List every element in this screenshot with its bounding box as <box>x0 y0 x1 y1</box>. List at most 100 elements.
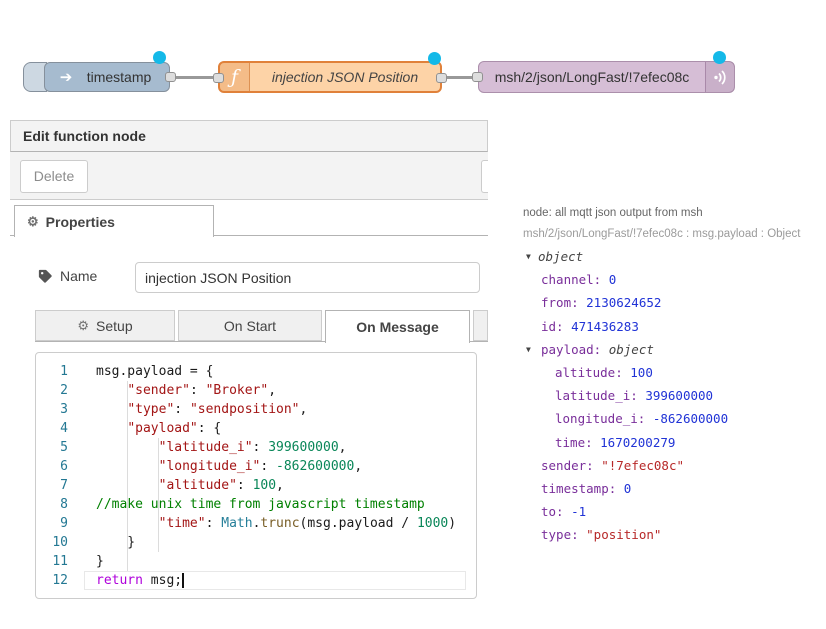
dialog-tab-bar: ⚙ Properties <box>10 200 488 237</box>
code-line: "latitude_i": 399600000, <box>158 440 347 455</box>
debug-key: latitude_i: <box>555 388 646 404</box>
tab-setup[interactable]: ⚙ Setup <box>35 310 175 341</box>
collapse-triangle-icon[interactable]: ▼ <box>526 344 531 354</box>
debug-value: 1670200279 <box>600 434 676 450</box>
inject-output-port[interactable] <box>165 72 176 82</box>
line-number: 1 <box>60 364 68 379</box>
dialog-toolbar: Delete <box>10 152 488 200</box>
code-line: "payload": { <box>127 421 222 436</box>
debug-key: channel: <box>541 272 609 288</box>
code-line: msg.payload = { <box>96 364 214 379</box>
debug-object-type: object <box>538 249 584 264</box>
debug-row: type: "position" <box>523 523 823 546</box>
debug-value: "position" <box>586 527 662 543</box>
function-changed-indicator <box>428 52 441 65</box>
debug-key: altitude: <box>555 364 631 380</box>
cancel-button-partial[interactable] <box>481 160 488 193</box>
inject-arrow-icon: ➔ <box>59 69 73 86</box>
mqtt-signal-icon <box>705 62 734 92</box>
debug-key: sender: <box>541 457 602 473</box>
debug-value: 100 <box>630 364 653 380</box>
indent-guide <box>158 438 159 552</box>
line-number: 5 <box>60 440 68 455</box>
code-line: "type": "sendposition", <box>127 402 308 417</box>
debug-row: latitude_i: 399600000 <box>523 384 823 407</box>
debug-value: -1 <box>571 504 587 520</box>
function-icon: ƒ <box>220 63 250 91</box>
code-line: "altitude": 100, <box>158 478 284 493</box>
debug-row: id: 471436283 <box>523 315 823 338</box>
indent-guide <box>127 381 128 571</box>
node-inject-timestamp[interactable]: ➔ timestamp <box>23 51 176 92</box>
node-function[interactable]: ƒ injection JSON Position <box>213 52 447 93</box>
debug-value: 2130624652 <box>586 295 662 311</box>
inject-changed-indicator <box>153 51 166 64</box>
mqtt-input-port[interactable] <box>472 72 483 82</box>
debug-key: time: <box>555 434 601 450</box>
gear-icon: ⚙ <box>27 213 39 229</box>
code-line: } <box>96 535 136 550</box>
debug-row: timestamp: 0 <box>523 477 823 500</box>
function-editor-tabs: ⚙ Setup On Start On Message <box>35 310 488 343</box>
line-number: 7 <box>60 478 68 493</box>
debug-object-type: object <box>608 341 654 357</box>
debug-topic-line: msh/2/json/LongFast/!7efec08c : msg.payl… <box>523 228 801 240</box>
function-node-label: injection JSON Position <box>271 69 419 85</box>
tab-properties[interactable]: ⚙ Properties <box>14 205 214 237</box>
line-number: 9 <box>60 516 68 531</box>
delete-button[interactable]: Delete <box>20 160 88 193</box>
gear-icon: ⚙ <box>77 317 90 333</box>
tag-icon <box>38 269 52 283</box>
code-line: "time": Math.trunc(msg.payload / 1000) <box>158 516 457 531</box>
debug-key: longitude_i: <box>555 411 653 427</box>
tab-on-start[interactable]: On Start <box>178 310 322 341</box>
properties-tab-label: Properties <box>45 213 115 230</box>
name-input[interactable] <box>135 262 480 293</box>
text-cursor <box>182 573 184 588</box>
tab-partial[interactable] <box>473 310 488 341</box>
debug-row: time: 1670200279 <box>523 431 823 454</box>
debug-value: 399600000 <box>645 388 714 404</box>
name-field-label: Name <box>38 268 97 284</box>
debug-key: type: <box>541 527 587 543</box>
debug-value: 471436283 <box>571 318 639 334</box>
debug-key: from: <box>541 295 587 311</box>
debug-key: to: <box>541 504 572 520</box>
line-number: 3 <box>60 402 68 417</box>
edit-function-dialog: Edit function node Delete ⚙ Properties N… <box>10 120 488 616</box>
debug-key: timestamp: <box>541 480 624 496</box>
line-number: 8 <box>60 497 68 512</box>
debug-row: sender: "!7efec08c" <box>523 454 823 477</box>
debug-row: altitude: 100 <box>523 361 823 384</box>
code-line: //make unix time from javascript timesta… <box>96 497 425 512</box>
mqtt-node-label: msh/2/json/LongFast/!7efec08c <box>494 69 690 85</box>
node-mqtt-out[interactable]: msh/2/json/LongFast/!7efec08c <box>472 51 735 93</box>
line-number: 10 <box>52 535 68 550</box>
debug-key: id: <box>541 318 572 334</box>
collapse-triangle-icon[interactable]: ▼ <box>526 252 531 261</box>
debug-row: ▼ object <box>523 245 823 268</box>
debug-key: payload: <box>541 341 609 357</box>
code-line: "longitude_i": -862600000, <box>158 459 363 474</box>
inject-node-label: timestamp <box>86 69 152 85</box>
wire-function-to-mqtt <box>440 76 482 79</box>
code-line: "sender": "Broker", <box>127 383 277 398</box>
function-output-port[interactable] <box>436 73 447 83</box>
tab-on-message[interactable]: On Message <box>325 310 470 343</box>
debug-row: longitude_i: -862600000 <box>523 407 823 430</box>
code-line: return msg; <box>96 573 184 588</box>
line-number: 6 <box>60 459 68 474</box>
current-line-highlight <box>84 571 466 590</box>
debug-value: "!7efec08c" <box>601 457 685 473</box>
mqtt-changed-indicator <box>713 51 726 64</box>
debug-message-tree: ▼ object channel: 0 from: 2130624652 id: 471… <box>523 245 823 546</box>
code-line: } <box>96 554 104 569</box>
debug-row: ▼ payload: object <box>523 338 823 361</box>
code-lines: msg.payload = { "sender": "Broker", "typ… <box>96 362 476 590</box>
line-number: 12 <box>52 573 68 588</box>
line-number: 4 <box>60 421 68 436</box>
function-input-port[interactable] <box>213 73 224 83</box>
debug-value: 0 <box>623 480 632 496</box>
debug-row: channel: 0 <box>523 268 823 291</box>
